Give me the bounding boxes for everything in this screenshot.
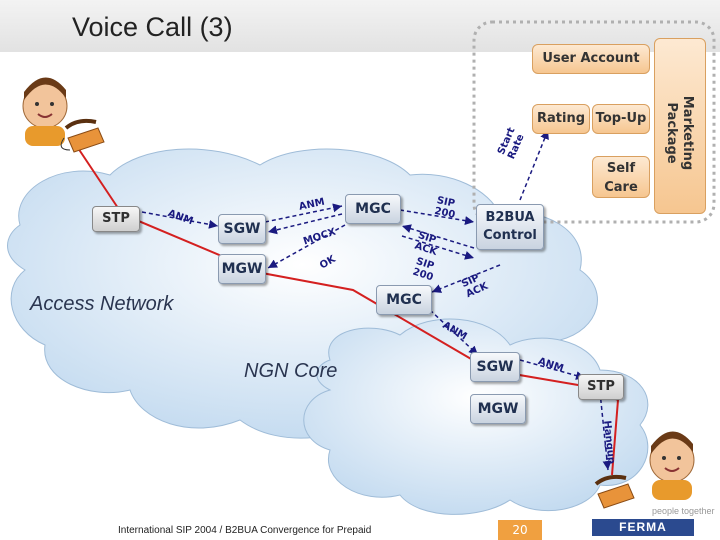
stp-left-node: STP [92,206,140,232]
sig-mgc-b2bua [399,209,475,226]
sig-sgw-mgc [264,203,343,223]
brand-tagline: people together [652,506,715,516]
topup-box: Top-Up [592,104,650,134]
rating-box: Rating [532,104,590,134]
sgw-left-node: SGW [218,214,266,244]
sig-mgc-mgw [267,224,346,269]
stp-right-node: STP [578,374,624,400]
user-account-box: User Account [532,44,650,74]
page-number: 20 [498,520,542,540]
sgw-right-node: SGW [470,352,520,382]
slide-title: Voice Call (3) [72,12,233,42]
sig-stp-phone [599,391,612,471]
marketing-package-box: Marketing Package [654,38,706,214]
ferma-logo: FERMA [592,519,694,536]
mgc-top-node: MGC [345,194,401,224]
sig-mgc-sgw [267,213,343,235]
self-care-box: Self Care [592,156,650,198]
marketing-package-label: Marketing Package [664,95,695,171]
title-bar [0,0,720,52]
footer-text: International SIP 2004 / B2BUA Convergen… [118,525,372,536]
sig-mgc-b2bua-2 [401,235,475,260]
sig-b2bua-rating [519,129,549,201]
sig-sgw-stp [519,359,586,380]
access-network-label: Access Network [30,293,174,315]
sig-stp-sgw [141,211,219,229]
ngn-core-label: NGN Core [244,360,338,382]
mgc-bottom-node: MGC [376,285,432,315]
sig-b2bua-mgc2 [431,264,501,293]
mgw-left-node: MGW [218,254,266,284]
sig-b2bua-mgc [401,224,475,249]
sig-mgc2-sgw [429,309,479,356]
mgw-right-node: MGW [470,394,526,424]
billing-boundary [472,20,716,224]
b2bua-control-node: B2BUA Control [476,204,544,250]
